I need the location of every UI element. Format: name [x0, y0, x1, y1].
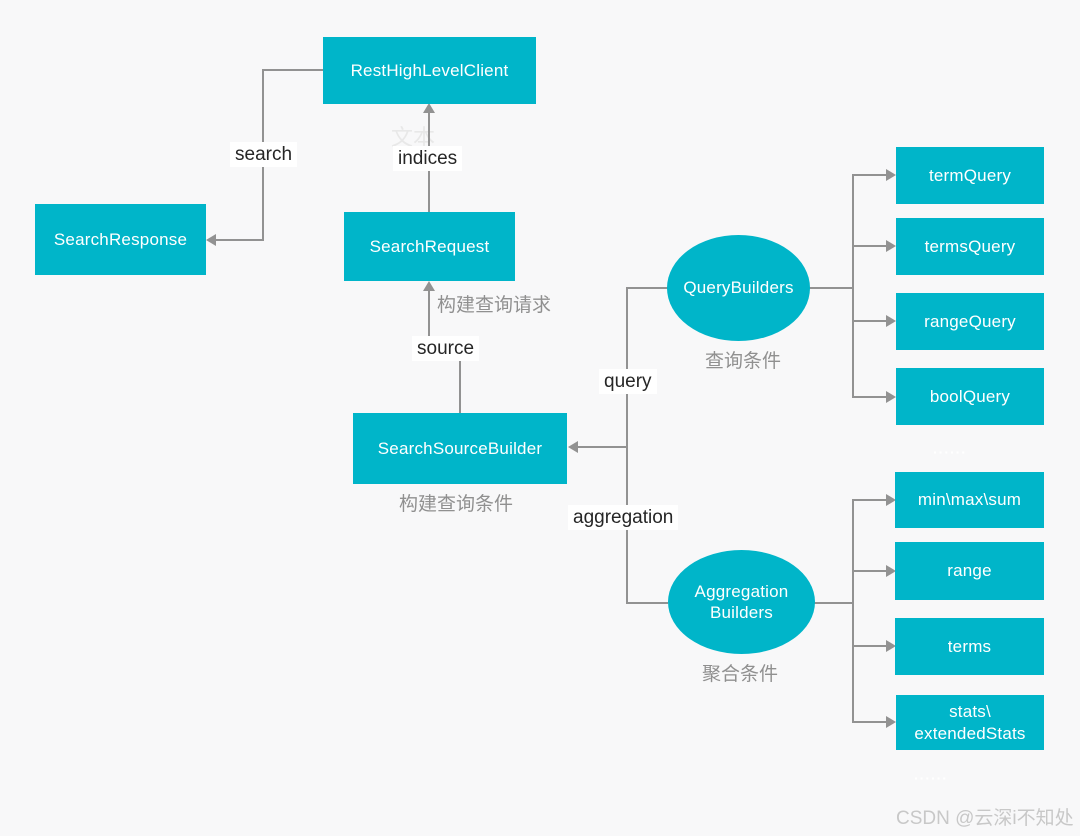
arrowhead-into-range — [886, 565, 896, 577]
arrowhead-into-termquery — [886, 169, 896, 181]
edge-label-aggregation: aggregation — [568, 505, 679, 530]
edge-branch-rangequery — [852, 320, 886, 322]
node-search-request: SearchRequest — [344, 212, 515, 281]
arrowhead-into-search-source-builder — [568, 441, 578, 453]
edge-label-query: query — [599, 369, 657, 394]
node-terms: terms — [895, 618, 1044, 675]
arrowhead-into-boolquery — [886, 391, 896, 403]
node-termquery: termQuery — [896, 147, 1044, 204]
arrowhead-into-stats — [886, 716, 896, 728]
arrowhead-into-search-request — [423, 281, 435, 291]
arrowhead-into-rangequery — [886, 315, 896, 327]
edge-search-horizontal-bottom — [214, 239, 264, 241]
node-rest-high-level-client: RestHighLevelClient — [323, 37, 536, 104]
node-query-builders: QueryBuilders — [667, 235, 810, 341]
edge-branch-termsquery — [852, 245, 886, 247]
watermark-dots-top: ······ — [933, 444, 967, 460]
node-min-max-sum: min\max\sum — [895, 472, 1044, 528]
caption-query-condition: 查询条件 — [705, 351, 782, 372]
node-termsquery: termsQuery — [896, 218, 1044, 275]
node-range: range — [895, 542, 1044, 600]
caption-aggregation-condition: 聚合条件 — [702, 664, 779, 685]
arrowhead-into-rest-high-level-client — [423, 103, 435, 113]
arrowhead-into-termsquery — [886, 240, 896, 252]
node-aggregation-builders: Aggregation Builders — [668, 550, 815, 654]
caption-build-search-request: 构建查询请求 — [437, 295, 552, 316]
edge-aggregationbuilders-right — [811, 602, 854, 604]
edge-search-horizontal-top — [264, 69, 323, 71]
edge-aggregationbuilders-left — [626, 602, 668, 604]
edge-label-indices: indices — [393, 146, 463, 171]
edge-branch-boolquery — [852, 396, 886, 398]
watermark-csdn: CSDN @云深i不知处 — [896, 808, 1074, 829]
edge-source-vertical-lower — [459, 357, 461, 413]
arrowhead-into-minmaxsum — [886, 494, 896, 506]
placeholder-watermark: 文本 — [391, 125, 436, 150]
edge-label-search: search — [230, 142, 298, 167]
node-search-source-builder: SearchSourceBuilder — [353, 413, 567, 484]
node-stats-extendedstats: stats\ extendedStats — [896, 695, 1044, 750]
edge-querybuilders-right — [809, 287, 854, 289]
caption-build-query-condition: 构建查询条件 — [399, 494, 514, 515]
edge-trunk-vertical — [626, 287, 628, 604]
edge-into-source-builder — [578, 446, 627, 448]
edge-branch-termquery — [852, 174, 886, 176]
node-boolquery: boolQuery — [896, 368, 1044, 425]
arrowhead-into-search-response — [206, 234, 216, 246]
watermark-dots-bottom: ······ — [914, 770, 948, 786]
edge-label-source: source — [412, 336, 480, 361]
edge-query-fan-vertical — [852, 174, 854, 398]
edge-source-vertical-upper — [428, 290, 430, 341]
edge-aggregation-fan-vertical — [852, 499, 854, 723]
edge-branch-terms — [852, 645, 886, 647]
edge-branch-minmaxsum — [852, 499, 886, 501]
edge-branch-stats — [852, 721, 886, 723]
edge-branch-range — [852, 570, 886, 572]
node-rangequery: rangeQuery — [896, 293, 1044, 350]
edge-querybuilders-left — [626, 287, 668, 289]
arrowhead-into-terms — [886, 640, 896, 652]
node-search-response: SearchResponse — [35, 204, 206, 275]
